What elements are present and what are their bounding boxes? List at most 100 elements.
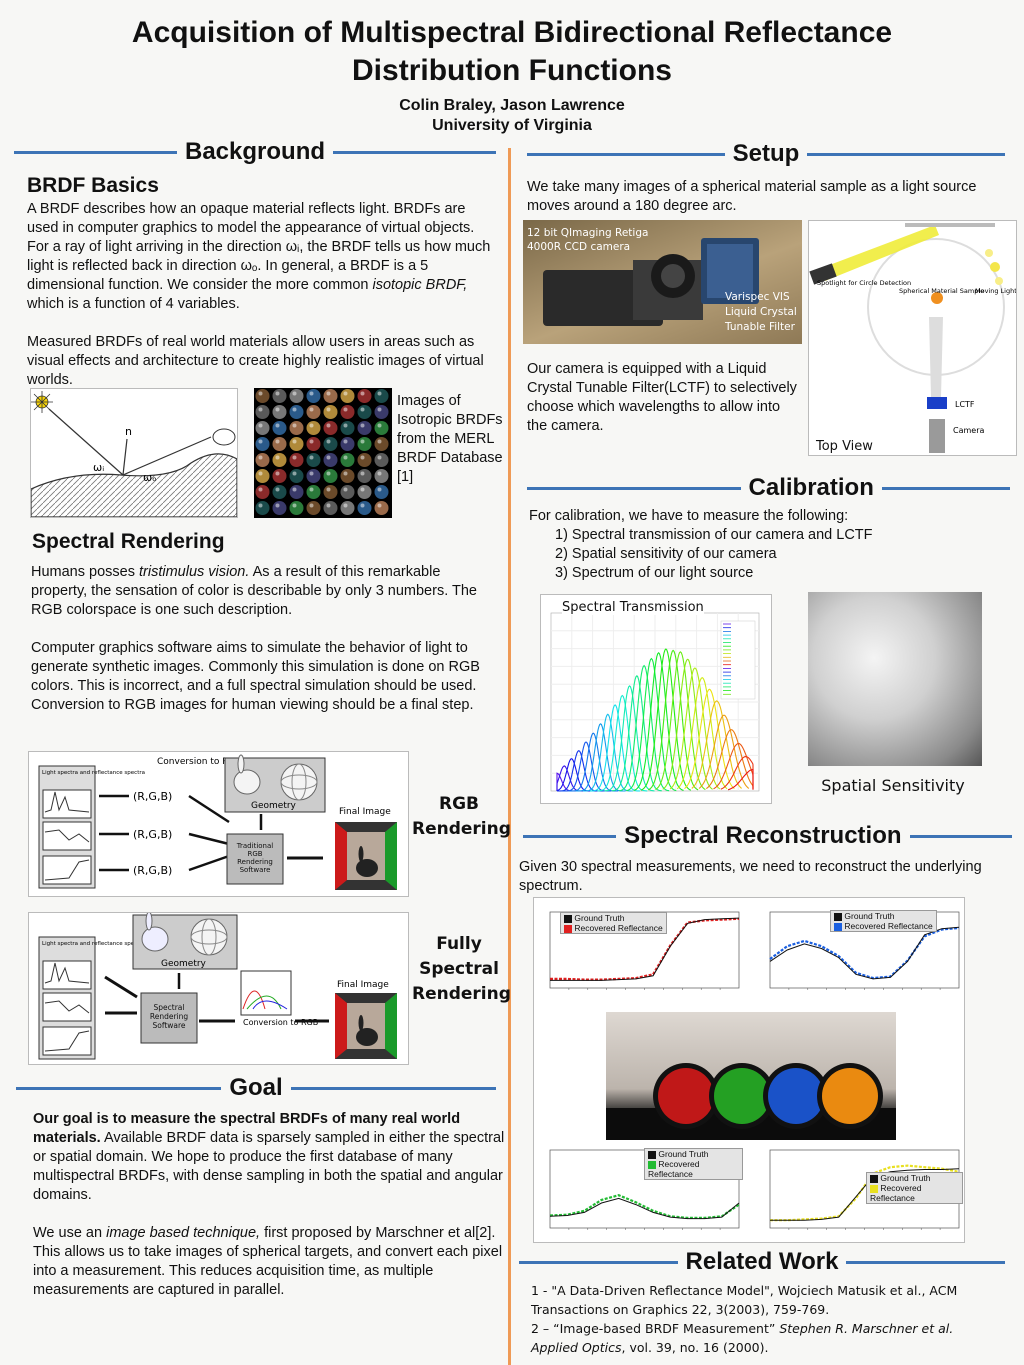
related-work-list: 1 - "A Data-Driven Reflectance Model", W… [531, 1281, 993, 1357]
legend-green: Ground Truth Recovered Reflectance [644, 1148, 743, 1180]
merl-sphere [272, 501, 287, 515]
recovered-reflectance-line [769, 926, 960, 980]
calibration-list: 1) Spectral transmission of our camera a… [529, 526, 1004, 583]
calibration-item-2: 2) Spatial sensitivity of our camera [555, 546, 777, 562]
goal-paragraph-2: We use an image based technique, first p… [33, 1225, 503, 1298]
spectral-rendering-label: Fully Spectral Rendering [412, 934, 511, 1004]
merl-sphere [357, 405, 372, 419]
reconstruction-intro: Given 30 spectral measurements, we need … [519, 859, 982, 894]
merl-caption: Images of Isotropic BRDFs from the MERL … [397, 393, 503, 485]
merl-sphere [357, 453, 372, 467]
merl-sphere [272, 437, 287, 451]
merl-sphere [340, 469, 355, 483]
svg-text:Light spectra and reflectance: Light spectra and reflectance spectra [42, 941, 145, 947]
merl-sphere [323, 421, 338, 435]
reference-2: 2 – “Image-based BRDF Measurement” Steph… [531, 1321, 954, 1355]
spectral-transmission-title: Spectral Transmission [562, 600, 704, 615]
recon-chart-yellow: Ground Truth Recovered Reflectance [758, 1146, 963, 1240]
section-heading-calibration: Calibration [527, 474, 1010, 502]
merl-sphere [374, 501, 389, 515]
ground-truth-line [769, 926, 960, 980]
merl-sphere [272, 485, 287, 499]
transmission-band [684, 688, 735, 790]
recovered-reflectance-line [550, 917, 740, 981]
bunny-icon [233, 754, 261, 795]
transmission-band [597, 694, 648, 792]
transmission-band [727, 768, 754, 791]
merl-sphere [289, 405, 304, 419]
transmission-band [698, 714, 750, 789]
merl-sphere [323, 453, 338, 467]
merl-sphere [272, 453, 287, 467]
calibration-item-3: 3) Spectrum of our light source [555, 565, 754, 581]
spatial-sensitivity-caption: Spatial Sensitivity [821, 776, 965, 795]
merl-sphere [374, 389, 389, 403]
merl-sphere [323, 469, 338, 483]
spectral-transmission-chart: Spectral Transmission [540, 594, 772, 804]
reconstruction-heading: Spectral Reconstruction [624, 822, 902, 849]
merl-sphere [306, 437, 321, 451]
svg-text:(R,G,B): (R,G,B) [133, 828, 172, 841]
transmission-band [662, 658, 713, 790]
merl-sphere [255, 485, 270, 499]
merl-sphere [289, 421, 304, 435]
goal-text: Our goal is to measure the spectral BRDF… [33, 1110, 505, 1319]
brdf-basics-title: BRDF Basics [27, 174, 159, 197]
authors: Colin Braley, Jason Lawrence [399, 97, 625, 114]
merl-sphere [255, 453, 270, 467]
sphere-mesh-icon [190, 918, 228, 956]
affiliation: University of Virginia [432, 117, 592, 134]
merl-sphere [340, 421, 355, 435]
transmission-band [713, 742, 754, 790]
spectral-rendering-diagram: Light spectra and reflectance spectra Ge… [28, 911, 409, 1065]
sphere-mesh-icon [280, 763, 318, 801]
merl-sphere [357, 485, 372, 499]
merl-sphere [289, 469, 304, 483]
ground-truth-line [550, 917, 740, 981]
rgb-rendering-label: RGB Rendering [412, 794, 511, 839]
merl-sphere [323, 389, 338, 403]
omega-i-label: ωᵢ [93, 461, 104, 474]
merl-sphere [340, 485, 355, 499]
svg-text:(R,G,B): (R,G,B) [133, 790, 172, 803]
section-heading-reconstruction: Spectral Reconstruction [523, 822, 1012, 850]
svg-text:Final Image: Final Image [337, 980, 389, 990]
calibration-item-1: 1) Spectral transmission of our camera a… [555, 527, 873, 543]
top-view-diagram: Spotlight for Circle Detection Spherical… [808, 220, 1024, 456]
transmission-band [568, 732, 619, 792]
authors-block: Colin Braley, Jason Lawrence University … [0, 96, 1024, 136]
recon-chart-blue: Ground Truth Recovered Reflectance [758, 908, 963, 1000]
recovered-reflectance-line [549, 1194, 740, 1220]
transmission-band [640, 648, 692, 791]
svg-text:Light spectra and reflectance: Light spectra and reflectance spectra [42, 770, 145, 776]
brdf-paragraph-2: Measured BRDFs of real world materials a… [27, 334, 484, 388]
legend-blue: Ground Truth Recovered Reflectance [830, 910, 937, 932]
brdf-diagram: n ωᵢ ωₒ [30, 388, 238, 518]
top-view-caption: Top View [816, 439, 873, 454]
merl-sphere [272, 469, 287, 483]
merl-sphere [255, 389, 270, 403]
merl-sphere [357, 469, 372, 483]
merl-sphere [255, 437, 270, 451]
section-heading-background: Background [14, 138, 497, 166]
column-divider [508, 148, 511, 1365]
camera-label: 12 bit QImaging Retiga 4000R CCD camera [527, 227, 649, 253]
merl-sphere [306, 501, 321, 515]
spectral-paragraph-1: Humans posses tristimulus vision. As a r… [31, 564, 477, 618]
legend-yellow: Ground Truth Recovered Reflectance [866, 1172, 963, 1204]
ground-truth-line [770, 1168, 960, 1221]
merl-sphere [255, 421, 270, 435]
transmission-band [633, 651, 684, 791]
spotlight-label: Spotlight for Circle Detection [817, 279, 911, 287]
camera-photo: 12 bit QImaging Retiga 4000R CCD camera … [523, 220, 802, 344]
setup-intro: We take many images of a spherical mater… [527, 179, 977, 214]
section-heading-related: Related Work [519, 1248, 1005, 1276]
moving-light-label: Moving Light Source [975, 287, 1016, 295]
merl-sphere [340, 389, 355, 403]
merl-sphere [374, 453, 389, 467]
svg-text:(R,G,B): (R,G,B) [133, 864, 172, 877]
merl-sphere [289, 437, 304, 451]
svg-text:Final Image: Final Image [339, 807, 391, 817]
svg-text:Geometry: Geometry [251, 801, 297, 811]
spectral-rendering-title: Spectral Rendering [32, 530, 225, 553]
